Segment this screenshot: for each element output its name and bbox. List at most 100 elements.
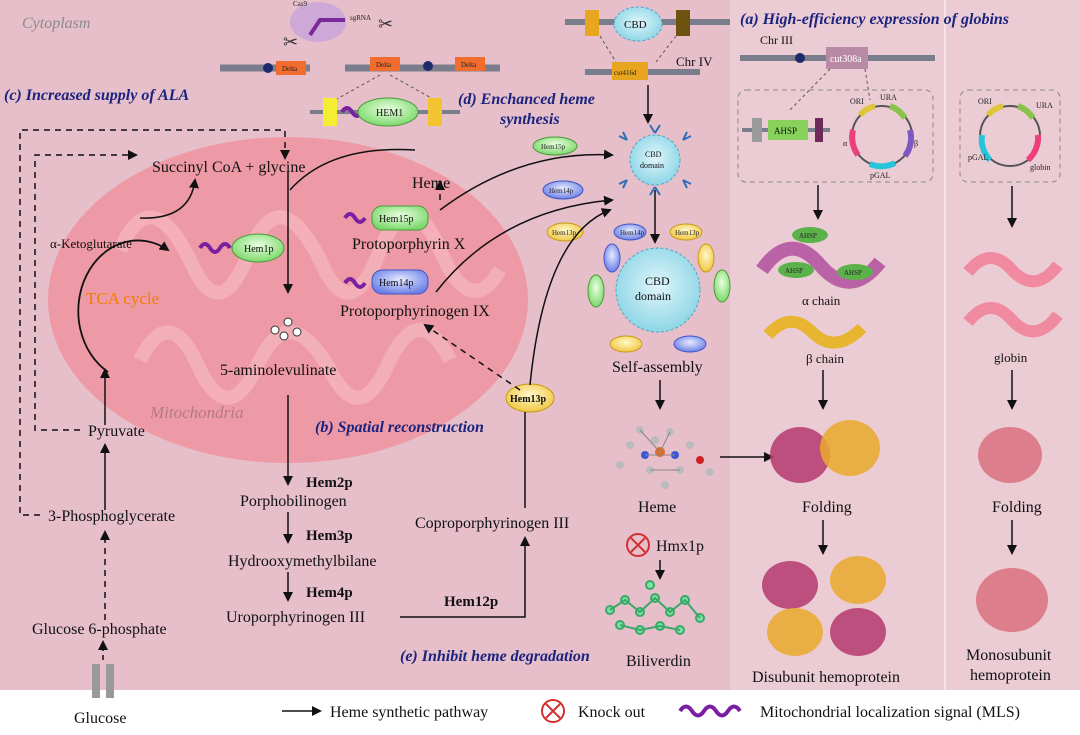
dashed-loop-outer: [19, 129, 290, 516]
legend-knockout-icon: [541, 699, 565, 723]
hem1-label: HEM1: [376, 108, 403, 119]
hem2p-label: Hem2p: [306, 475, 353, 491]
delta-label: Delta: [282, 65, 298, 73]
cut416d-label: cut416d: [614, 69, 637, 77]
ala-molecules: [270, 317, 302, 341]
legend-background: [0, 690, 1080, 735]
svg-text:AHSP: AHSP: [799, 232, 817, 240]
svg-text:URA: URA: [880, 93, 897, 102]
phosphoglycerate-label: 3-Phosphoglycerate: [48, 508, 175, 525]
porphobilinogen-label: Porphobilinogen: [240, 493, 347, 510]
beta-chain-label: β chain: [806, 351, 845, 366]
svg-text:ORI: ORI: [850, 97, 864, 106]
svg-text:Delta: Delta: [376, 61, 392, 69]
svg-text:Hem15p: Hem15p: [541, 143, 566, 151]
chr4-integration: CBD cut416d Chr IV: [565, 6, 730, 80]
section-a-title: (a) High-efficiency expression of globin…: [740, 11, 1009, 28]
hem1p-enzyme: [231, 233, 285, 263]
globin-label: globin: [994, 350, 1028, 365]
beta-chain-ribbon: [763, 315, 867, 349]
knockout-icon: [626, 533, 650, 557]
hem4p-label: Hem4p: [306, 585, 353, 601]
arrow-hem15p-to-cbd: [439, 149, 614, 211]
cbd-label: CBD: [624, 19, 647, 31]
pyruvate-label: Pyruvate: [88, 423, 145, 440]
folded-globin: [978, 427, 1042, 483]
section-b-title: (b) Spatial reconstruction: [315, 419, 484, 436]
mitochondrion-cristae: [113, 208, 507, 405]
mls-icon-hem1p: [198, 242, 232, 254]
svg-text:AHSP: AHSP: [844, 269, 862, 277]
svg-text:AHSP: AHSP: [774, 126, 797, 136]
ala-label: 5-aminolevulinate: [220, 362, 336, 379]
chr3-integration: cut308a Chr III: [740, 33, 935, 111]
tca-cycle-arrow: [77, 239, 170, 373]
folding-label-2: Folding: [992, 499, 1042, 516]
alpha-chain-ribbons: AHSP AHSP AHSP: [756, 227, 886, 289]
svg-text:globin: globin: [1030, 163, 1050, 172]
svg-text:URA: URA: [1036, 101, 1053, 110]
scissors-icon-2: ✂: [378, 14, 393, 34]
legend: Heme synthetic pathway Knock out Mitocho…: [282, 699, 1020, 723]
glucose-label: Glucose: [74, 710, 126, 727]
legend-knockout: Knock out: [578, 704, 646, 721]
svg-text:Hem14p: Hem14p: [620, 229, 645, 237]
protoporphyrin-label: Protoporphyrin X: [352, 236, 466, 253]
hmx1p-label: Hmx1p: [656, 538, 704, 555]
globin-ribbon-1: [963, 252, 1063, 288]
alpha-beta-plasmid-box: [737, 89, 934, 183]
globin-plasmid-box: [959, 89, 1061, 183]
dashed-loop-inner: [34, 150, 138, 431]
hem1-cassette: HEM1: [310, 97, 460, 127]
hem14p-free: [542, 180, 584, 200]
alpha-beta-plasmid: ORI URA β α pGAL: [843, 93, 918, 180]
svg-text:domain: domain: [635, 289, 671, 303]
hem13p-free: [546, 222, 584, 242]
section-c-title: (c) Increased supply of ALA: [4, 87, 189, 104]
hem15p-enzyme: [371, 205, 429, 231]
arrow-glycine-loop: [289, 148, 416, 191]
svg-text:Hem13p: Hem13p: [552, 229, 577, 237]
svg-text:Hem14p: Hem14p: [379, 278, 413, 289]
hem1-protein: [357, 97, 419, 127]
svg-text:pGAL: pGAL: [870, 171, 891, 180]
cas9-label: Cas9: [293, 0, 308, 8]
section-e-title: (e) Inhibit heme degradation: [400, 648, 590, 665]
legend-mls: Mitochondrial localization signal (MLS): [760, 704, 1020, 721]
svg-text:Delta: Delta: [461, 61, 477, 69]
delta-integration: Delta Delta Delta Cas9 sgRNA ✂ ✂: [220, 0, 500, 101]
sgrna-label: sgRNA: [350, 14, 371, 22]
section-d-title-line2: synthesis: [499, 111, 560, 128]
arrow-hem13p-to-cbd: [529, 208, 612, 386]
disubunit-label: Disubunit hemoprotein: [752, 669, 900, 686]
heme-top-label: Heme: [412, 175, 450, 192]
heme-label: Heme: [638, 499, 676, 516]
hydroxymethylbilane-label: Hydrooxymethylbilane: [228, 553, 376, 570]
chr4-label: Chr IV: [676, 54, 713, 69]
alpha-chain-label: α chain: [802, 293, 841, 308]
cytoplasm-label: Cytoplasm: [22, 15, 90, 32]
monosubunit-label: Monosubunit: [966, 647, 1052, 664]
hem12p-label: Hem12p: [444, 594, 498, 610]
transporter-right: [106, 664, 114, 698]
section-d-title: (d) Enchanced heme: [458, 91, 595, 108]
protoporphyrinogen-label: Protoporphyrinogen IX: [340, 303, 490, 320]
svg-text:domain: domain: [640, 161, 664, 170]
svg-text:Hem13p: Hem13p: [675, 229, 700, 237]
uroporphyrinogen-label: Uroporphyrinogen III: [226, 609, 365, 626]
tca-cycle-label: TCA cycle: [86, 289, 159, 308]
svg-text:Hem13p: Hem13p: [510, 394, 547, 405]
globin-ribbon-2: [963, 302, 1063, 338]
folded-globin-dimer: [770, 420, 880, 483]
folding-label-1: Folding: [802, 499, 852, 516]
dashed-arrow-to-protoporphyrinogen: [423, 323, 521, 391]
legend-mls-icon: [678, 704, 742, 718]
biliverdin-molecule: [605, 580, 705, 635]
arrow-hem14p-to-cbd: [435, 195, 614, 293]
svg-text:Hem15p: Hem15p: [379, 214, 413, 225]
self-assembly-label: Self-assembly: [612, 359, 703, 376]
mls-icon-hem14p: [343, 277, 367, 289]
monosubunit-structure: [976, 568, 1048, 632]
hem14p-enzyme: [371, 269, 429, 295]
